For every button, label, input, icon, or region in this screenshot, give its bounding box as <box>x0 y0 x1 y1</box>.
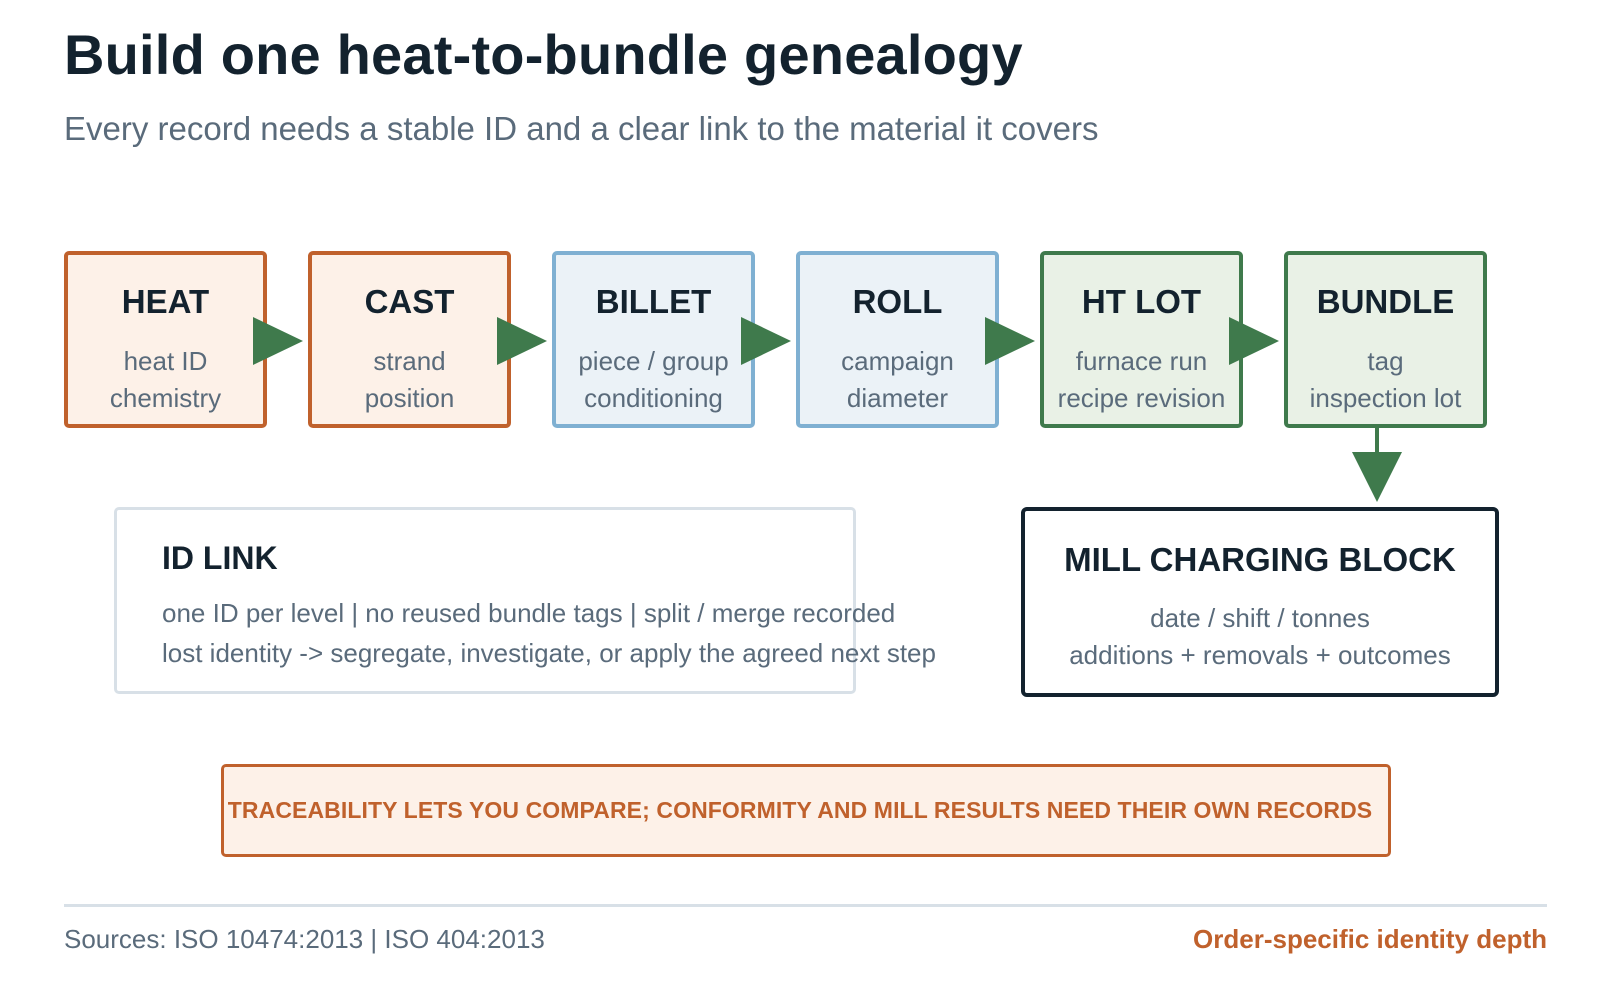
node-detail-line: chemistry <box>109 383 222 413</box>
node-detail-line: strand <box>373 346 446 376</box>
node-title: CAST <box>364 283 455 320</box>
node-title: BILLET <box>595 283 712 320</box>
node-details: tag inspection lot <box>1258 343 1513 417</box>
page-title: Build one heat-to-bundle genealogy <box>64 23 1023 86</box>
footer-note: Order-specific identity depth <box>1193 924 1547 954</box>
flow-arrow-right-icon <box>741 317 791 365</box>
flow-arrow-stem <box>1375 428 1379 452</box>
node-detail-line: campaign <box>841 346 954 376</box>
footer-divider <box>64 904 1547 907</box>
node-details: campaign diameter <box>770 343 1025 417</box>
node-ht-lot: HT LOT furnace run recipe revision <box>1040 251 1243 428</box>
mill-charging-block: MILL CHARGING BLOCK date / shift / tonne… <box>1021 507 1499 697</box>
node-cast: CAST strand position <box>308 251 511 428</box>
node-title: HT LOT <box>1081 283 1202 320</box>
node-detail-line: furnace run <box>1075 346 1208 376</box>
node-detail-line: position <box>364 383 455 413</box>
node-heat: HEAT heat ID chemistry <box>64 251 267 428</box>
flow-arrow-right-icon <box>497 317 547 365</box>
node-detail-line: tag <box>1367 346 1404 376</box>
id-link-title: ID LINK <box>162 540 278 576</box>
node-detail-line: inspection lot <box>1309 383 1462 413</box>
page-subtitle: Every record needs a stable ID and a cle… <box>64 110 1099 147</box>
node-detail-line: diameter <box>846 383 949 413</box>
flow-arrow-right-icon <box>253 317 303 365</box>
node-detail-line: recipe revision <box>1057 383 1226 413</box>
node-detail-line: conditioning <box>584 383 723 413</box>
node-details: furnace run recipe revision <box>1014 343 1269 417</box>
node-details: piece / group conditioning <box>526 343 781 417</box>
mill-block-line: additions + removals + outcomes <box>1069 640 1451 670</box>
node-roll: ROLL campaign diameter <box>796 251 999 428</box>
id-link-rule-line: one ID per level | no reused bundle tags… <box>162 598 896 628</box>
node-detail-line: heat ID <box>123 346 208 376</box>
node-title: HEAT <box>121 283 210 320</box>
node-bundle: BUNDLE tag inspection lot <box>1284 251 1487 428</box>
flow-arrow-right-icon <box>985 317 1035 365</box>
node-details: strand position <box>282 343 537 417</box>
node-detail-line: piece / group <box>578 346 729 376</box>
mill-block-title: MILL CHARGING BLOCK <box>1064 541 1456 578</box>
node-details: heat ID chemistry <box>38 343 293 417</box>
node-billet: BILLET piece / group conditioning <box>552 251 755 428</box>
node-title: BUNDLE <box>1316 283 1455 320</box>
flow-arrow-right-icon <box>1229 317 1279 365</box>
flow-arrow-down-icon <box>1352 452 1402 502</box>
traceability-banner-text: TRACEABILITY LETS YOU COMPARE; CONFORMIT… <box>227 797 1373 823</box>
traceability-banner <box>221 764 1391 857</box>
id-link-panel: ID LINK one ID per level | no reused bun… <box>114 507 936 694</box>
id-link-rule-line: lost identity -> segregate, investigate,… <box>162 638 936 668</box>
node-title: ROLL <box>852 283 943 320</box>
mill-block-line: date / shift / tonnes <box>1150 603 1370 633</box>
sources-text: Sources: ISO 10474:2013 | ISO 404:2013 <box>64 924 545 954</box>
